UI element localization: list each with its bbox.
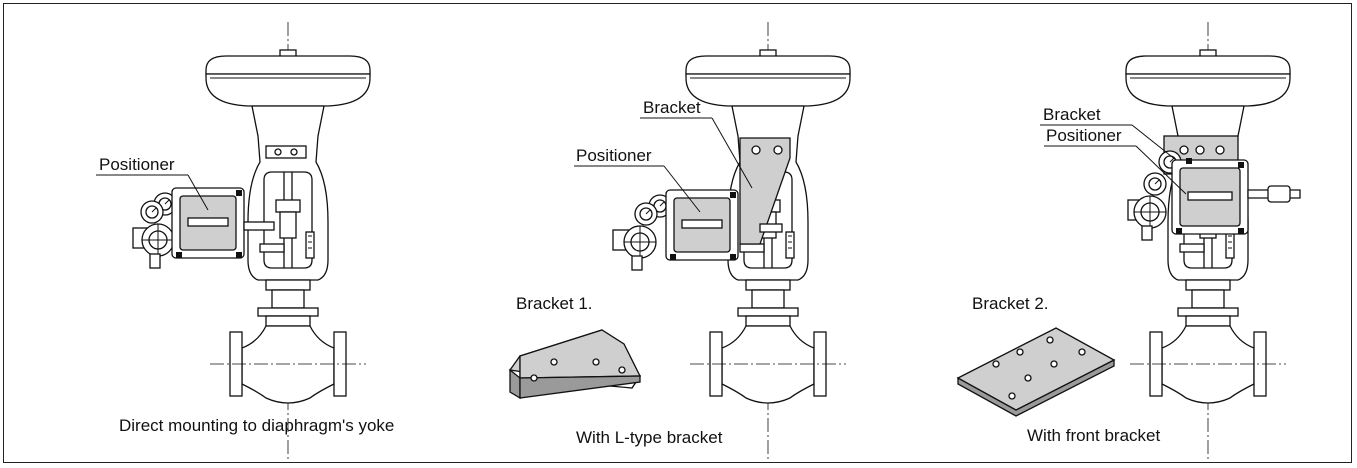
- caption-l-type-bracket: With L-type bracket: [576, 428, 723, 447]
- label-bracket-1: Bracket 1.: [516, 294, 593, 313]
- panel-front-bracket: Bracket Positioner Bracket 2. With front…: [956, 21, 1301, 463]
- caption-direct-mounting: Direct mounting to diaphragm's yoke: [119, 416, 394, 435]
- label-bracket-2: Bracket 2.: [972, 294, 1049, 313]
- panel-l-type-bracket: Bracket Positioner Bracket 1. With L-typ…: [508, 21, 851, 463]
- label-positioner: Positioner: [99, 155, 175, 174]
- figure-frame: [3, 3, 1352, 463]
- label-positioner: Positioner: [1046, 126, 1122, 145]
- bracket-leader: [711, 117, 753, 189]
- bracket-2-part: [956, 327, 1116, 417]
- bracket-leader: [1131, 124, 1177, 161]
- label-bracket: Bracket: [643, 98, 701, 117]
- panel-direct-mounting: Positioner Direct mounting to diaphragm'…: [96, 21, 394, 463]
- label-positioner: Positioner: [576, 146, 652, 165]
- caption-front-bracket: With front bracket: [1027, 426, 1160, 445]
- positioner-leader: [1135, 145, 1187, 195]
- bracket-1-part: [508, 329, 642, 400]
- positioner-leader: [663, 165, 701, 213]
- yoke-plate: [265, 145, 307, 159]
- positioner-unit: [1127, 150, 1301, 241]
- positioner-leader: [187, 174, 209, 211]
- label-bracket: Bracket: [1043, 105, 1101, 124]
- positioner-unit: [132, 187, 275, 269]
- positioner-unit: [612, 189, 783, 271]
- l-bracket: [739, 137, 791, 245]
